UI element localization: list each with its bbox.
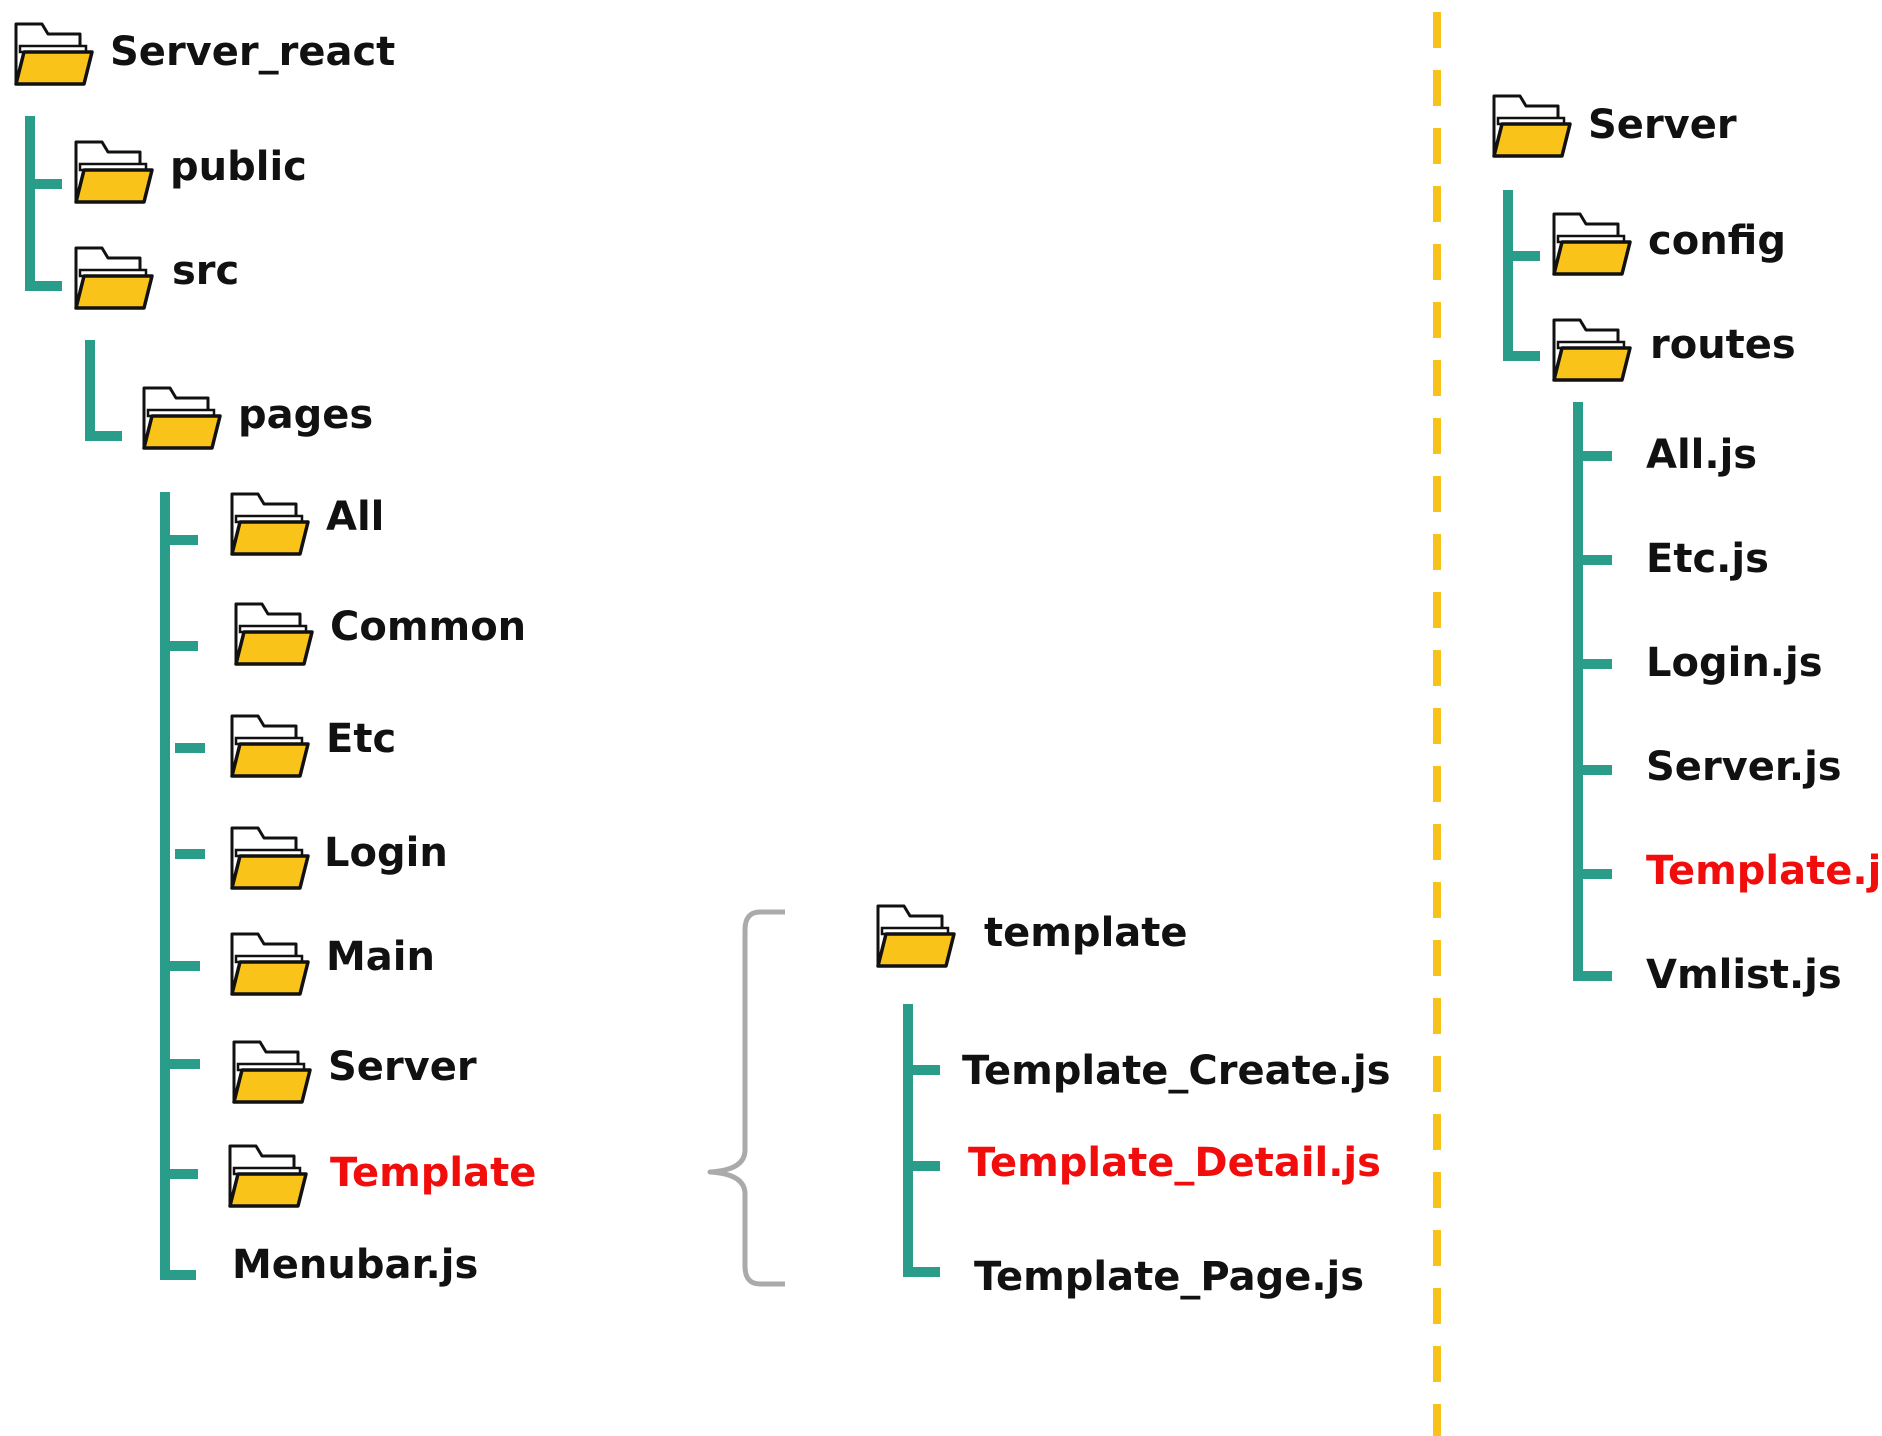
folder-icon — [230, 826, 310, 890]
file-label-all: All.js — [1646, 432, 1757, 478]
folder-label-public: public — [170, 144, 307, 190]
folder-icon — [74, 246, 154, 310]
folder-icon — [1552, 212, 1632, 276]
folder-label-config: config — [1648, 218, 1786, 264]
file-label-template-page: Template_Page.js — [974, 1254, 1364, 1300]
folder-icon — [230, 492, 310, 556]
folder-icon — [230, 932, 310, 996]
folder-icon — [1552, 318, 1632, 382]
folder-label-template: template — [984, 910, 1188, 956]
folder-icon — [232, 1040, 312, 1104]
right-root-folder-label: Server — [1588, 102, 1737, 148]
folder-icon — [876, 904, 956, 968]
root-folder-label: Server_react — [110, 29, 395, 75]
file-label-vmlist: Vmlist.js — [1646, 952, 1842, 998]
tree-connector-routes — [1573, 402, 1612, 981]
folder-icon — [230, 714, 310, 778]
tree-connector-template — [903, 1004, 940, 1277]
file-label-server: Server.js — [1646, 744, 1842, 790]
tree-connector-src — [85, 340, 122, 441]
folder-label-etc: Etc — [326, 716, 396, 762]
folder-icon — [1492, 94, 1572, 158]
folder-icon — [142, 386, 222, 450]
file-label-template-detail-highlighted: Template_Detail.js — [968, 1140, 1381, 1186]
file-label-menubar: Menubar.js — [232, 1242, 478, 1288]
folder-icon — [228, 1144, 308, 1208]
folder-icon — [234, 602, 314, 666]
file-label-template-create: Template_Create.js — [962, 1048, 1391, 1094]
folder-label-common: Common — [330, 604, 526, 650]
folder-label-src: src — [172, 248, 239, 294]
folder-label-server: Server — [328, 1044, 477, 1090]
curly-brace — [707, 909, 785, 1287]
tree-connector-root — [25, 116, 62, 291]
folder-icon — [14, 22, 94, 86]
tree-connector-pages — [160, 492, 196, 1280]
folder-icon — [74, 140, 154, 204]
file-label-template-highlighted: Template.js — [1646, 848, 1882, 894]
folder-label-template-highlighted: Template — [330, 1150, 536, 1196]
folder-label-pages: pages — [238, 392, 373, 438]
folder-label-routes: routes — [1650, 322, 1796, 368]
tree-connector-server — [1503, 190, 1540, 361]
folder-label-all: All — [326, 494, 384, 540]
folder-label-main: Main — [326, 934, 435, 980]
folder-label-login: Login — [324, 830, 448, 876]
file-label-login: Login.js — [1646, 640, 1823, 686]
file-label-etc: Etc.js — [1646, 536, 1769, 582]
